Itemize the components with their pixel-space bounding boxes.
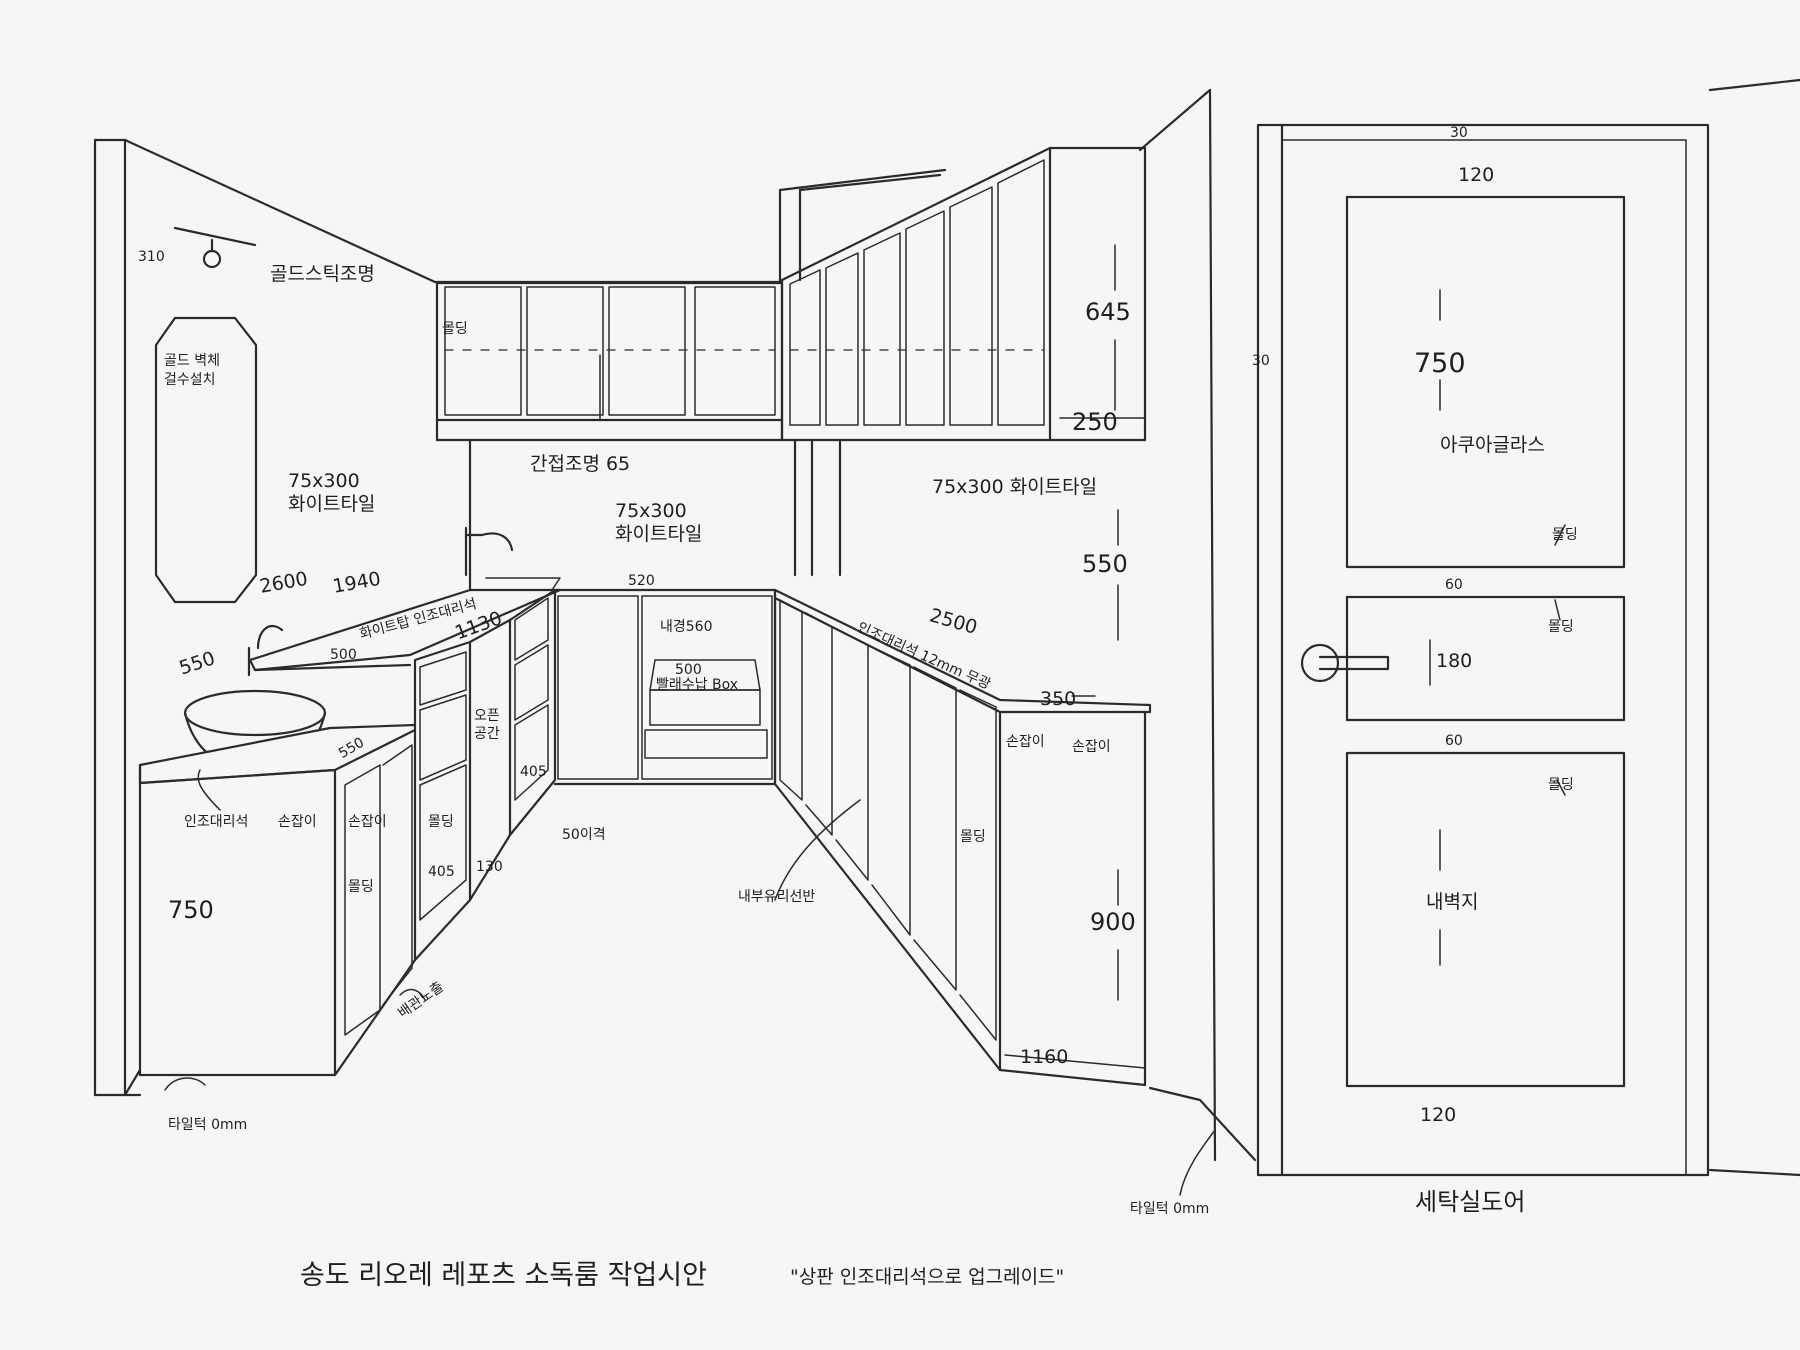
drawer-gap: 50이격 (562, 827, 606, 843)
indirect-light-label: 간접조명 65 (530, 453, 631, 475)
counter-right-depth: 350 (1040, 688, 1077, 710)
backsplash (464, 438, 842, 592)
handle-label-d: 손잡이 (1072, 739, 1111, 755)
base-width-dim: 1160 (1020, 1046, 1069, 1068)
octagon-mirror (154, 316, 258, 604)
molding-label-b: 몰딩 (428, 814, 454, 830)
dim-500: 500 (330, 647, 357, 663)
wall-light (173, 226, 257, 269)
upper-cabinets-back (435, 281, 784, 442)
door-molding-b: 몰딩 (1548, 619, 1574, 635)
door-mid-rail-a: 60 (1445, 577, 1463, 593)
light-label: 골드스틱조명 (270, 263, 375, 285)
open-space-label: 오픈 공간 (474, 708, 500, 742)
vanity-material: 인조대리석 (184, 814, 249, 830)
dim-130: 130 (476, 859, 503, 875)
right-base-cabinets (773, 588, 1152, 1087)
door-panel-top-height: 750 (1414, 348, 1466, 379)
wall-gap-dim: 550 (1082, 550, 1128, 578)
left-countertop (247, 588, 562, 677)
door-glass-label: 아쿠아글라스 (1440, 434, 1545, 456)
door-bottom-rail: 120 (1420, 1104, 1457, 1126)
upper-cabinets-right (780, 146, 1147, 442)
handle-label-a: 손잡이 (278, 814, 317, 830)
dim-405b: 405 (428, 864, 455, 880)
left-drawer-column (413, 618, 512, 962)
molding-label-a: 몰딩 (348, 879, 374, 895)
door-panel-mid-height: 180 (1436, 650, 1473, 672)
mirror-label: 골드 벽체 걸수설치 (164, 353, 220, 388)
door-molding-c: 몰딩 (1548, 777, 1574, 793)
door-top-rail: 120 (1458, 164, 1495, 186)
upper-height-dim: 645 (1085, 298, 1131, 326)
dim-500-b: 500 (675, 662, 702, 678)
handle-label-b: 손잡이 (348, 814, 387, 830)
tile-right-label: 75x300 화이트타일 (932, 476, 1098, 498)
inner-width: 내경560 (660, 619, 713, 635)
skirting-right-label: 타일턱 0mm (1130, 1201, 1210, 1217)
handle-label-c: 손잡이 (1006, 734, 1045, 750)
door-top-frame: 30 (1450, 125, 1468, 141)
counter-center-width: 520 (628, 573, 655, 589)
door-name: 세탁실도어 (1415, 1188, 1526, 1216)
tile-center-label: 75x300 화이트타일 (615, 500, 703, 545)
tile-left-label: 75x300 화이트타일 (288, 470, 376, 515)
door-mid-rail-b: 60 (1445, 733, 1463, 749)
drawing-title: 송도 리오레 레포츠 소독룸 작업시안 (300, 1260, 707, 1291)
dim-405a: 405 (520, 764, 547, 780)
door-side-frame: 30 (1252, 353, 1270, 369)
box-label: 빨래수납 Box (656, 677, 738, 693)
skirting-left-label: 타일턱 0mm (168, 1117, 248, 1133)
light-dim: 310 (138, 249, 165, 265)
door-bottom-panel-label: 내벽지 (1426, 891, 1479, 913)
upper-depth-dim: 250 (1072, 408, 1118, 436)
vanity-height-dim: 750 (168, 896, 214, 924)
tall-column (508, 588, 557, 837)
upper-molding-label: 몰딩 (442, 321, 468, 337)
door-drawing (1256, 78, 1800, 1177)
base-height-dim: 900 (1090, 908, 1136, 936)
molding-label-c: 몰딩 (960, 829, 986, 845)
drawing-subtitle: "상판 인조대리석으로 업그레이드" (790, 1266, 1065, 1288)
leader-lines (164, 244, 1566, 1196)
door-molding-a: 몰딩 (1552, 527, 1578, 543)
glass-shelf-label: 내부유리선반 (738, 889, 816, 905)
